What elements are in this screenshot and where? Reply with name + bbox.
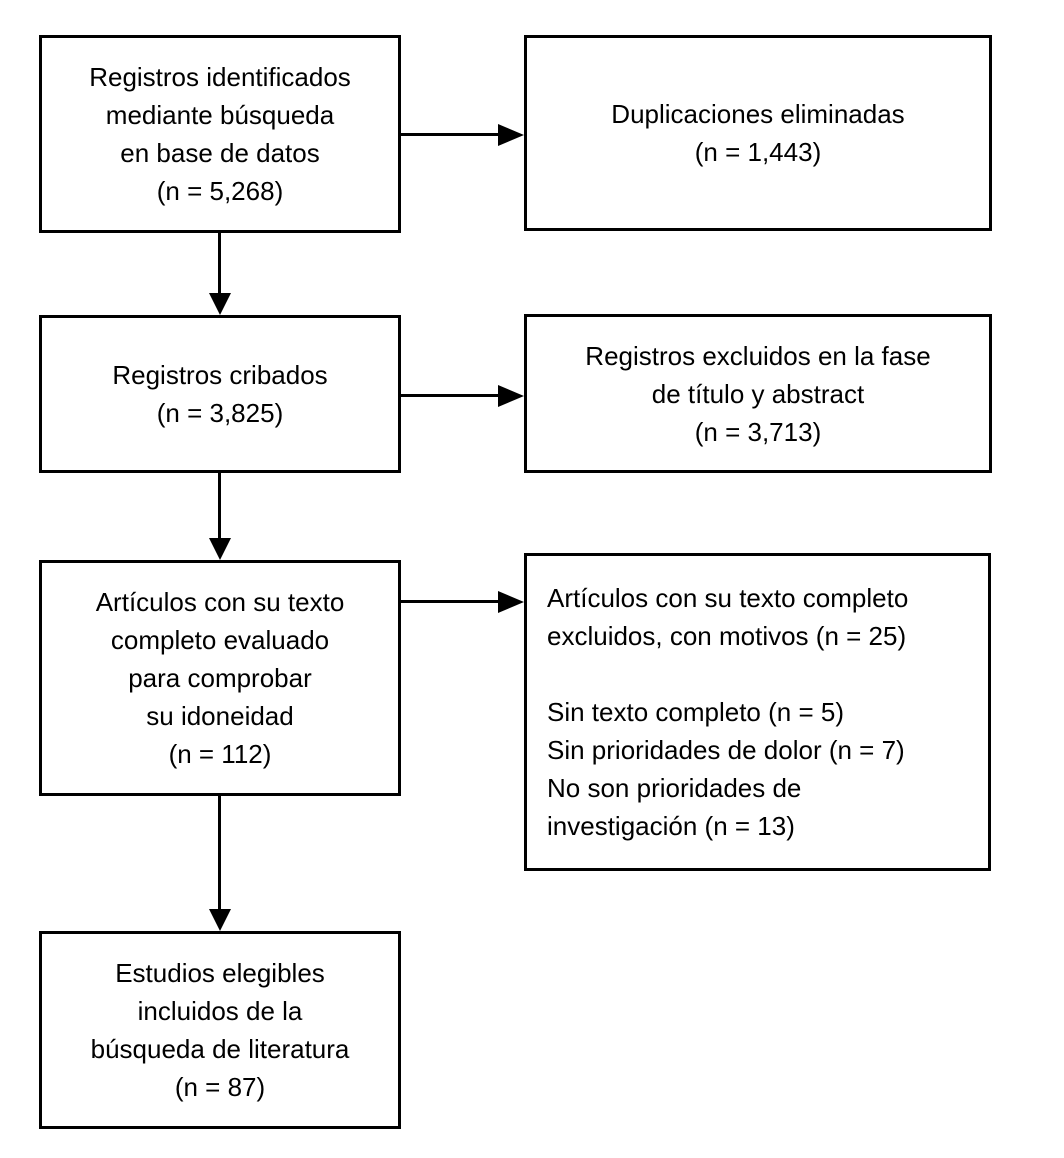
arrow-shaft	[218, 233, 221, 295]
box-text-line: No son prioridades de	[547, 773, 802, 803]
arrow-shaft	[401, 133, 500, 136]
box-text-line: investigación (n = 13)	[547, 811, 795, 841]
box-text-line: excluidos, con motivos (n = 25)	[547, 621, 907, 651]
arrowhead-down-icon	[209, 293, 231, 315]
box-text-line: Sin prioridades de dolor (n = 7)	[547, 735, 905, 765]
arrowhead-right-icon	[498, 591, 524, 613]
box-text-line: para comprobar	[128, 663, 312, 693]
box-text-line: Registros identificados	[89, 62, 351, 92]
box-text-line: (n = 1,443)	[694, 137, 822, 167]
box-fulltext-assessed: Artículos con su texto completo evaluado…	[39, 560, 401, 796]
box-text-line: Registros excluidos en la fase	[585, 340, 931, 371]
arrow-shaft	[218, 796, 221, 911]
box-duplicates-removed: Duplicaciones eliminadas (n = 1,443)	[524, 35, 992, 231]
arrowhead-right-icon	[498, 385, 524, 407]
box-text-line: Estudios elegibles	[115, 958, 325, 988]
box-records-excluded-title-abstract: Registros excluidos en la fase de título…	[524, 314, 992, 473]
box-text-line: Registros cribados	[112, 360, 328, 390]
box-text-line: (n = 112)	[168, 739, 272, 769]
box-text-line: Duplicaciones eliminadas	[611, 99, 905, 129]
box-text-line: (n = 3,825)	[156, 398, 284, 428]
box-text-line: (n = 5,268)	[156, 176, 284, 206]
box-text-line: incluidos de la	[137, 996, 303, 1026]
box-records-screened: Registros cribados (n = 3,825)	[39, 315, 401, 473]
box-text-line: de título y abstract	[651, 378, 865, 409]
box-records-identified: Registros identificados mediante búsqued…	[39, 35, 401, 233]
box-fulltext-excluded: Artículos con su texto completo excluido…	[524, 553, 991, 871]
arrow-shaft	[401, 394, 500, 397]
box-text-line: Artículos con su texto completo	[547, 583, 909, 613]
box-text-line: mediante búsqueda	[105, 100, 335, 130]
arrowhead-right-icon	[498, 124, 524, 146]
box-text-line: Sin texto completo (n = 5)	[547, 697, 844, 727]
box-text-line: su idoneidad	[146, 701, 294, 731]
arrowhead-down-icon	[209, 909, 231, 931]
arrow-shaft	[218, 473, 221, 540]
box-text-line: completo evaluado	[110, 625, 330, 655]
box-studies-included: Estudios elegibles incluidos de la búsqu…	[39, 931, 401, 1129]
arrow-shaft	[401, 600, 500, 603]
box-text-line: Artículos con su texto	[95, 587, 345, 617]
arrowhead-down-icon	[209, 538, 231, 560]
box-text-line: (n = 87)	[174, 1072, 266, 1102]
box-text-line: en base de datos	[120, 138, 320, 168]
box-text-line: búsqueda de literatura	[90, 1034, 350, 1064]
box-text-line: (n = 3,713)	[694, 416, 822, 447]
